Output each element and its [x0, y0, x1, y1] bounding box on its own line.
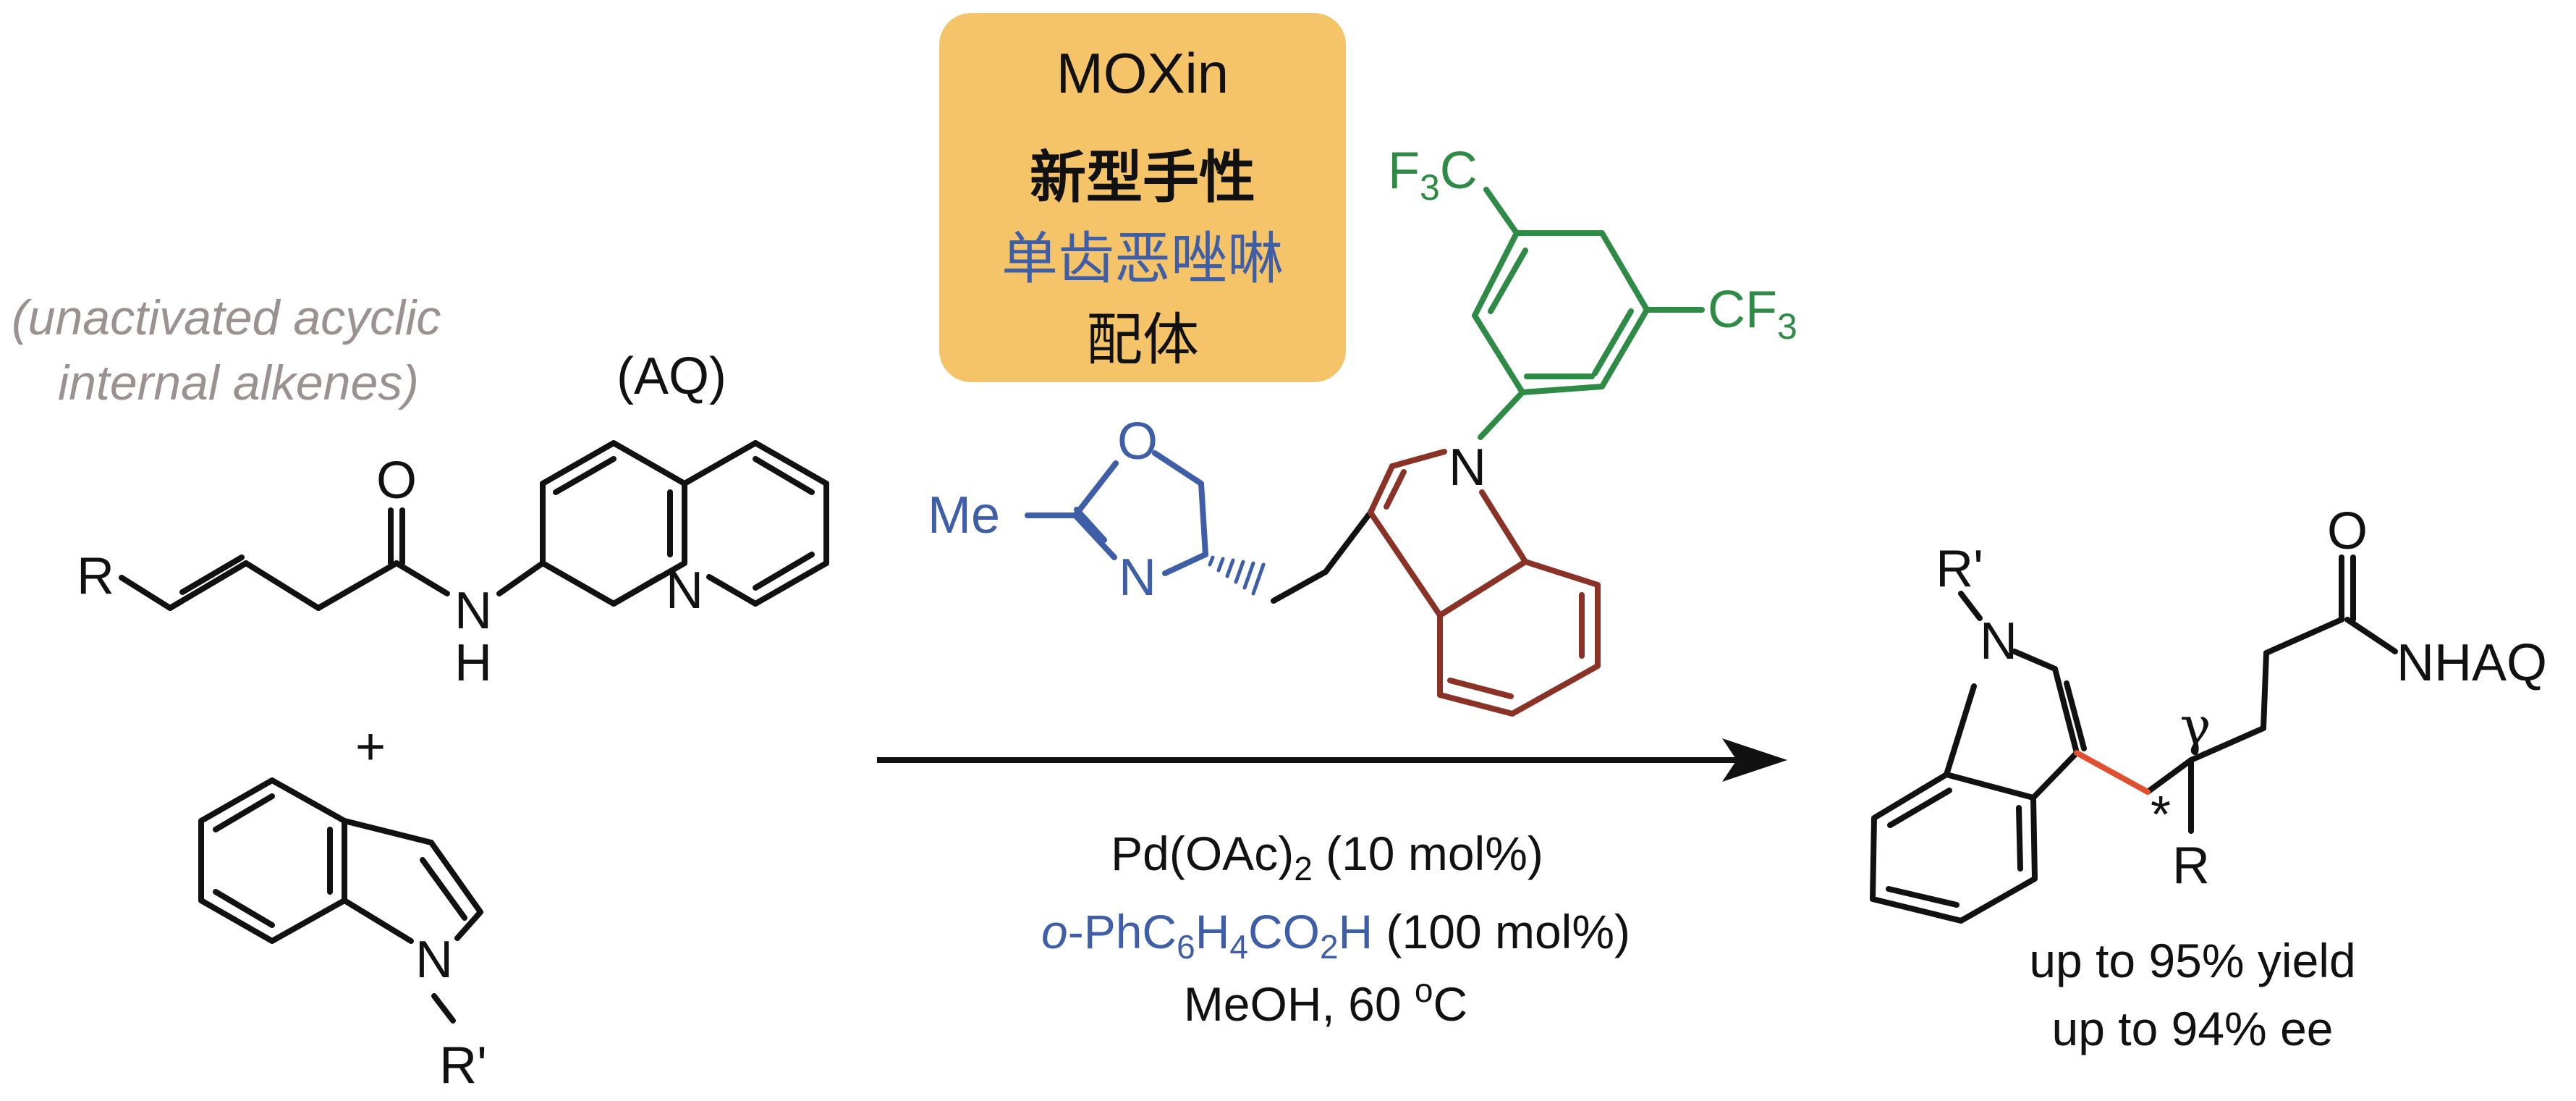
atom-R-prime-product: R': [1936, 540, 1983, 598]
reactant-label-line1: (unactivated acyclic: [12, 290, 441, 345]
atom-N-amide: N: [454, 582, 492, 640]
oxazoline-stereo-hash: [1208, 555, 1266, 596]
result-text: up to 95% yield up to 94% ee: [2029, 934, 2355, 1055]
f3c-C: C: [1440, 142, 1478, 200]
product-atoms: R' N O NHAQ R γ *: [1936, 502, 2547, 895]
reactant-label: (unactivated acyclic internal alkenes): [12, 290, 441, 410]
acid-s2: 4: [1229, 928, 1248, 966]
ligand-desc-line2: 单齿恶唑啉: [1001, 227, 1284, 290]
bis-cf3-aryl: [1472, 187, 1705, 440]
acid-a: -PhC: [1068, 905, 1177, 958]
solvent-b: C: [1433, 977, 1468, 1031]
stereocenter-star: *: [2151, 786, 2171, 844]
condition-catalyst: Pd(OAc)2 (10 mol%): [1111, 827, 1543, 887]
oxazoline-ring: [1025, 450, 1208, 576]
atom-NHAQ: NHAQ: [2397, 634, 2547, 692]
atom-R-prime: R': [439, 1037, 487, 1094]
oxazoline-atoms: Me O N: [928, 413, 1158, 607]
atom-N-oxazoline: N: [1119, 549, 1156, 607]
acid-o: o: [1041, 905, 1068, 958]
solvent-a: MeOH, 60: [1184, 977, 1415, 1031]
plus-sign: +: [355, 718, 386, 776]
solvent-sup: o: [1415, 971, 1433, 1009]
atom-R: R: [77, 547, 114, 605]
atom-N-ligand-indole: N: [1449, 439, 1486, 497]
ligand-desc-line1: 新型手性: [1030, 145, 1255, 209]
atom-F3C: F3C: [1388, 142, 1478, 208]
atom-N-product: N: [1980, 612, 2017, 670]
ligand-box-bg: [939, 13, 1346, 382]
product-structure: [1870, 554, 2398, 924]
atom-N-indole: N: [415, 931, 453, 989]
pd-sub: 2: [1294, 850, 1313, 887]
result-yield: up to 95% yield: [2029, 934, 2355, 987]
atom-O-product: O: [2327, 502, 2368, 560]
methylene-linker: [1271, 510, 1373, 604]
reactant-label-line2: internal alkenes): [58, 355, 419, 410]
result-ee: up to 94% ee: [2052, 1002, 2334, 1055]
alkene-amide-substrate: [119, 440, 829, 611]
atom-N-quinoline: N: [666, 562, 703, 620]
acid-b: H: [1195, 905, 1230, 958]
f3c-F: F: [1388, 142, 1420, 200]
ligand-desc-line3: 配体: [1086, 308, 1199, 371]
atom-CF3: CF3: [1708, 281, 1797, 347]
acid-e: (100 mol%): [1373, 905, 1630, 958]
gamma-label: γ: [2179, 696, 2211, 756]
pd-b: (10 mol%): [1313, 827, 1543, 880]
cf3-groups: F3C CF3: [1388, 142, 1797, 347]
alkene-amide-atoms: R O N H N: [77, 452, 703, 692]
acid-c: CO: [1248, 905, 1320, 958]
f3c-sub: 3: [1420, 167, 1440, 208]
cf3-CF: CF: [1708, 281, 1777, 339]
atom-Me: Me: [928, 486, 1000, 544]
pd-a: Pd(OAc): [1111, 827, 1294, 880]
atom-O-oxazoline: O: [1117, 413, 1158, 471]
acid-s3: 2: [1320, 928, 1339, 966]
indole-substrate-atoms: N R': [415, 931, 487, 1094]
condition-acid: o-PhC6H4CO2H (100 mol%): [1041, 905, 1630, 966]
acid-d: H: [1339, 905, 1373, 958]
condition-solvent: MeOH, 60 oC: [1184, 971, 1467, 1031]
acid-s1: 6: [1177, 928, 1195, 966]
atom-H-amide: H: [454, 634, 492, 692]
reaction-conditions: Pd(OAc)2 (10 mol%) o-PhC6H4CO2H (100 mol…: [1041, 827, 1630, 1031]
reaction-arrow: [877, 738, 1787, 782]
cf3-sub: 3: [1777, 306, 1797, 347]
ligand-indole-atoms: N: [1449, 439, 1486, 497]
ligand-box: MOXin 新型手性 单齿恶唑啉 配体: [939, 13, 1346, 382]
atom-R-product: R: [2172, 837, 2210, 895]
new-cc-bond: [2074, 750, 2151, 795]
aq-label: (AQ): [617, 347, 726, 405]
indole-substrate: [198, 777, 483, 1024]
ligand-indole: [1368, 449, 1601, 717]
atom-O-carbonyl: O: [376, 452, 417, 510]
ligand-name: MOXin: [1056, 41, 1229, 105]
